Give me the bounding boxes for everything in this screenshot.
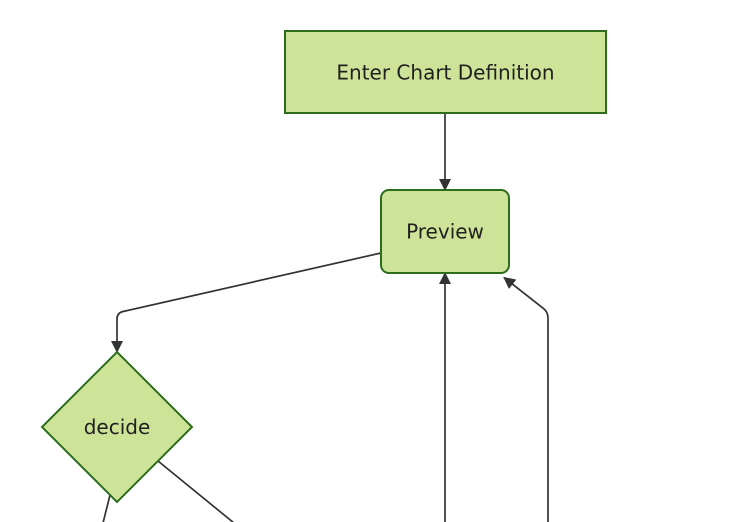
preview-label: Preview [406, 220, 484, 244]
enter-chart-definition-box [284, 30, 607, 114]
decide-diamond [40, 350, 194, 504]
edge-preview-to-decide [111, 252, 382, 353]
decide-label: decide [84, 415, 151, 439]
edge-bottom-right-to-preview [503, 276, 549, 522]
node-decide: decide [40, 350, 194, 504]
edge-layer [102, 113, 549, 522]
preview-box [380, 189, 510, 274]
edge-decide-offscreen-right [157, 460, 235, 522]
node-preview: Preview [380, 189, 510, 274]
node-enter-chart-definition: Enter Chart Definition [284, 30, 607, 114]
enter-chart-definition-label: Enter Chart Definition [336, 61, 554, 85]
edge-decide-offscreen-left [102, 494, 111, 522]
